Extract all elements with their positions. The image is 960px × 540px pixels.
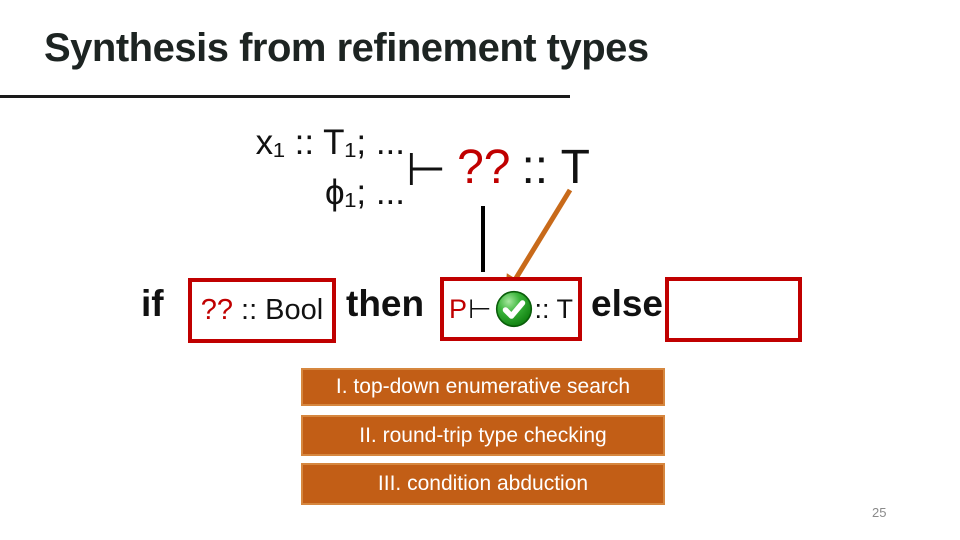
- program-hole: ??: [457, 141, 511, 194]
- check-circle-icon: [495, 290, 533, 328]
- title-underline: [0, 95, 570, 98]
- context-bindings-line: x₁ :: T₁; ...: [255, 123, 405, 162]
- banner-condition-abduction: III. condition abduction: [301, 463, 665, 505]
- then-branch-box: P ⊢ :: T: [440, 277, 582, 341]
- turnstile-symbol: ⊢: [406, 143, 447, 195]
- else-branch-box: [665, 277, 802, 342]
- page-number: 25: [872, 505, 887, 520]
- else-keyword: else: [591, 283, 664, 324]
- slide-title: Synthesis from refinement types: [44, 26, 649, 70]
- condition-type: :: Bool: [241, 294, 324, 326]
- goal-type: :: T: [521, 141, 590, 194]
- judgment-goal: ⊢ ?? :: T: [406, 140, 590, 195]
- banner-round-trip-checking: II. round-trip type checking: [301, 415, 665, 456]
- context-predicates-line: ϕ₁; ...: [324, 172, 405, 212]
- connector-line: [481, 206, 485, 272]
- then-keyword: then: [346, 283, 425, 324]
- condition-hole-box: ?? :: Bool: [188, 278, 336, 343]
- condition-hole: ??: [200, 294, 234, 326]
- then-branch-type: :: T: [534, 293, 574, 324]
- banner-enumerative-search: I. top-down enumerative search: [301, 368, 665, 406]
- if-keyword: if: [141, 283, 164, 324]
- judgment-context: x₁ :: T₁; ... ϕ₁; ...: [150, 118, 405, 217]
- then-environment: P: [448, 293, 467, 324]
- then-turnstile: ⊢: [467, 293, 492, 324]
